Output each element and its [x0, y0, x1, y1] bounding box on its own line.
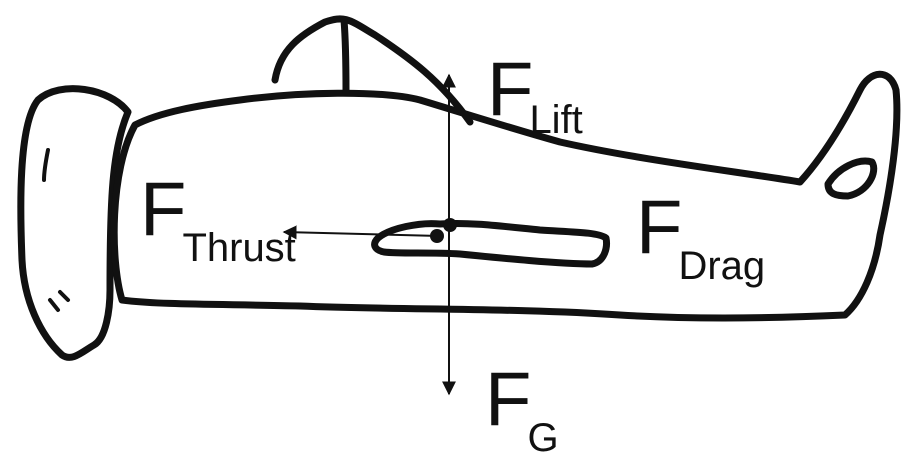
cockpit-frame	[344, 20, 346, 92]
lift-subscript: Lift	[529, 98, 582, 142]
force-vectors	[284, 75, 449, 394]
propeller-mark	[60, 292, 68, 300]
gravity-subscript: G	[527, 416, 558, 460]
thrust-force-label: FThrust	[140, 172, 300, 248]
force-origin-dot	[430, 229, 444, 243]
drag-subscript: Drag	[678, 244, 765, 288]
thrust-arrow	[284, 232, 440, 236]
thrust-subscript: Thrust	[182, 226, 295, 270]
lift-force-label: FLift	[487, 52, 587, 128]
drag-force-label: FDrag	[636, 190, 769, 266]
wing-outline	[375, 223, 607, 264]
propeller-mark	[50, 300, 58, 310]
gravity-symbol: F	[485, 357, 531, 442]
propeller-mark	[44, 150, 48, 180]
center-of-gravity-dot	[443, 218, 457, 232]
drag-symbol: F	[636, 185, 682, 270]
tail-detail	[828, 161, 874, 196]
lift-symbol: F	[487, 47, 533, 132]
thrust-symbol: F	[140, 167, 186, 252]
gravity-force-label: FG	[485, 362, 563, 438]
